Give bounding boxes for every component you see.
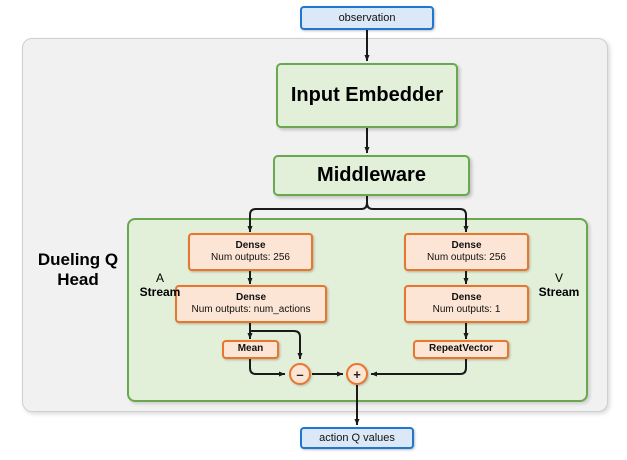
middleware-label: Middleware	[317, 164, 426, 186]
v-dense1-title: Dense	[451, 239, 482, 251]
action-q-values-label: action Q values	[319, 432, 395, 444]
a-stream-word: Stream	[139, 284, 181, 299]
a-stream-dense-256-node[interactable]: Dense Num outputs: 256	[188, 233, 313, 271]
a-stream-dense-num-actions-node[interactable]: Dense Num outputs: num_actions	[175, 285, 327, 323]
v-stream-letter: V	[554, 271, 563, 285]
subtract-operator-node[interactable]: –	[289, 363, 311, 385]
repeatvector-label: RepeatVector	[429, 343, 493, 355]
a-stream-label: A Stream	[135, 271, 185, 300]
v-dense1-detail: Num outputs: 256	[427, 252, 506, 263]
dueling-q-head-label: Dueling Q Head	[32, 250, 124, 289]
mean-node[interactable]: Mean	[222, 340, 279, 359]
dueling-q-head-label-line2: Head	[57, 269, 99, 289]
a-dense1-title: Dense	[235, 239, 266, 251]
dueling-q-head-label-line1: Dueling Q	[37, 250, 119, 269]
v-dense2-detail: Num outputs: 1	[432, 304, 501, 315]
input-embedder-label: Input Embedder	[290, 84, 444, 106]
action-q-values-node[interactable]: action Q values	[300, 427, 414, 449]
a-dense2-title: Dense	[235, 291, 266, 303]
v-stream-dense-256-node[interactable]: Dense Num outputs: 256	[404, 233, 529, 271]
mean-label: Mean	[237, 343, 264, 355]
middleware-node[interactable]: Middleware	[273, 155, 470, 196]
minus-glyph: –	[296, 366, 304, 382]
a-dense2-detail: Num outputs: num_actions	[191, 304, 311, 315]
v-stream-word: Stream	[538, 284, 580, 299]
a-dense1-detail: Num outputs: 256	[211, 252, 290, 263]
observation-label: observation	[338, 12, 396, 24]
observation-node[interactable]: observation	[300, 6, 434, 30]
add-operator-node[interactable]: +	[346, 363, 368, 385]
a-stream-letter: A	[155, 271, 164, 285]
v-stream-dense-1-node[interactable]: Dense Num outputs: 1	[404, 285, 529, 323]
input-embedder-node[interactable]: Input Embedder	[276, 63, 458, 128]
v-stream-label: V Stream	[534, 271, 584, 300]
repeatvector-node[interactable]: RepeatVector	[413, 340, 509, 359]
v-dense2-title: Dense	[451, 291, 482, 303]
plus-glyph: +	[353, 366, 361, 382]
